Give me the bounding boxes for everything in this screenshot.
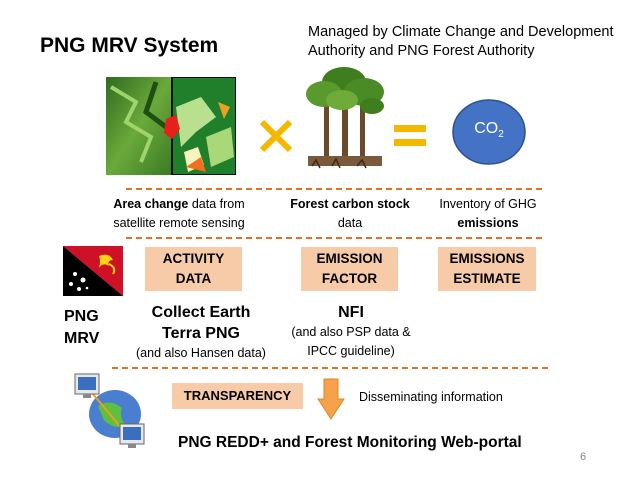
co2-subscript: 2 bbox=[498, 129, 504, 141]
emission-line1: EMISSION bbox=[316, 251, 383, 266]
disseminating-text: Disseminating information bbox=[359, 390, 503, 404]
page-title: PNG MRV System bbox=[40, 34, 219, 57]
hansen-note: (and also Hansen data) bbox=[136, 346, 266, 360]
co2-label: CO2 bbox=[451, 120, 527, 140]
transparency-box: TRANSPARENCY bbox=[172, 383, 303, 409]
activity-data-box: ACTIVITY DATA bbox=[145, 247, 242, 291]
emissions-estimate-box: EMISSIONS ESTIMATE bbox=[438, 247, 536, 291]
activity-line2: DATA bbox=[175, 271, 212, 286]
managed-line-2: Authority and PNG Forest Authority bbox=[308, 43, 535, 59]
collect-earth-title: Collect Earth bbox=[151, 304, 251, 321]
equals-icon bbox=[394, 125, 426, 146]
collect-earth-block: Collect Earth Terra PNG (and also Hansen… bbox=[124, 302, 278, 363]
nfi-note-1: (and also PSP data & bbox=[291, 325, 411, 339]
managed-by-text: Managed by Climate Change and Developmen… bbox=[308, 23, 628, 61]
png-mrv-label: PNG MRV bbox=[64, 306, 99, 350]
emission-line2: FACTOR bbox=[321, 271, 378, 286]
managed-line-1: Managed by Climate Change and Developmen… bbox=[308, 24, 614, 40]
down-arrow-icon bbox=[317, 378, 345, 420]
forest-carbon-line2: data bbox=[337, 216, 363, 230]
inventory-line1: Inventory of GHG bbox=[439, 197, 537, 211]
area-change-rest: data from bbox=[188, 197, 245, 211]
forest-carbon-bold: Forest carbon stock bbox=[290, 197, 410, 211]
inventory-bold: emissions bbox=[457, 216, 519, 230]
computer-icon bbox=[74, 373, 100, 398]
area-change-bold: Area change bbox=[113, 197, 189, 211]
estimate-line2: ESTIMATE bbox=[453, 271, 521, 286]
area-change-caption: Area change data from satellite remote s… bbox=[104, 195, 254, 233]
area-change-line2: satellite remote sensing bbox=[113, 216, 245, 230]
page-number: 6 bbox=[580, 451, 587, 463]
mrv-line1: PNG bbox=[64, 308, 99, 325]
separator-line bbox=[126, 237, 542, 239]
transparency-label: TRANSPARENCY bbox=[183, 388, 292, 403]
multiply-icon bbox=[259, 119, 293, 153]
emission-factor-box: EMISSION FACTOR bbox=[301, 247, 398, 291]
separator-line bbox=[126, 188, 542, 190]
computer-icon bbox=[119, 423, 145, 448]
separator-line bbox=[112, 367, 548, 369]
satellite-map-icon bbox=[106, 77, 236, 175]
inventory-caption: Inventory of GHG emissions bbox=[428, 195, 548, 233]
forest-trees-icon bbox=[306, 67, 384, 169]
mrv-line2: MRV bbox=[64, 330, 100, 347]
terra-png-title: Terra PNG bbox=[162, 325, 240, 342]
network-computers-icon bbox=[74, 373, 145, 448]
co2-text: CO bbox=[474, 120, 499, 137]
nfi-block: NFI (and also PSP data & IPCC guideline) bbox=[282, 302, 420, 361]
nfi-note-2: IPCC guideline) bbox=[307, 344, 395, 358]
png-flag-icon bbox=[63, 246, 123, 296]
activity-line1: ACTIVITY bbox=[162, 251, 225, 266]
estimate-line1: EMISSIONS bbox=[449, 251, 525, 266]
forest-carbon-caption: Forest carbon stock data bbox=[282, 195, 418, 233]
nfi-title: NFI bbox=[338, 304, 364, 321]
co2-circle bbox=[452, 99, 526, 165]
web-portal-title: PNG REDD+ and Forest Monitoring Web-port… bbox=[178, 434, 522, 451]
